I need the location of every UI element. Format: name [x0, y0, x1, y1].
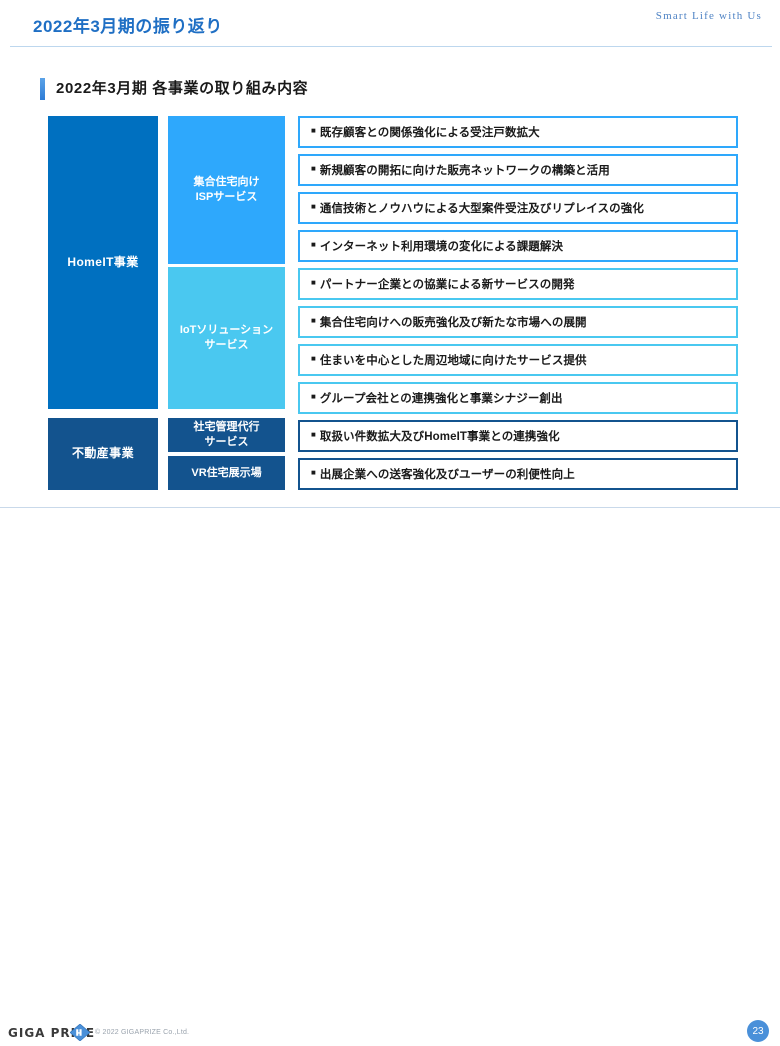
page-number-badge: 23	[747, 1020, 769, 1042]
initiative-row: ■ 集合住宅向けへの販売強化及び新たな市場への展開	[298, 306, 738, 338]
segment-label-homeit: HomeIT事業	[67, 254, 139, 269]
bullet-icon: ■	[311, 240, 316, 249]
initiative-text: グループ会社との連携強化と事業シナジー創出	[319, 393, 563, 405]
bullet-icon: ■	[311, 354, 316, 363]
initiative-row: ■ 住まいを中心とした周辺地域に向けたサービス提供	[298, 344, 738, 376]
initiative-row: ■ 新規顧客の開拓に向けた販売ネットワークの構築と活用	[298, 154, 738, 186]
segment-box-realestate: 不動産事業	[48, 418, 158, 490]
header-divider	[10, 46, 772, 47]
initiative-text: 新規顧客の開拓に向けた販売ネットワークの構築と活用	[319, 165, 610, 177]
bullet-icon: ■	[311, 316, 316, 325]
initiative-text: 取扱い件数拡大及びHomeIT事業との連携強化	[319, 431, 560, 443]
initiative-text: 出展企業への送客強化及びユーザーの利便性向上	[319, 469, 575, 481]
service-box-shataku: 社宅管理代行サービス	[168, 418, 285, 452]
copyright-text: © 2022 GIGAPRIZE Co.,Ltd.	[95, 1029, 190, 1036]
initiative-row: ■ グループ会社との連携強化と事業シナジー創出	[298, 382, 738, 414]
bullet-icon: ■	[311, 468, 316, 477]
service-label-shataku: 社宅管理代行サービス	[193, 421, 260, 448]
page-title: 2022年3月期の振り返り	[33, 17, 223, 36]
bullet-icon: ■	[311, 392, 316, 401]
initiative-text: 既存顧客との関係強化による受注戸数拡大	[319, 127, 540, 139]
bullet-icon: ■	[311, 202, 316, 211]
initiative-row: ■ 出展企業への送客強化及びユーザーの利便性向上	[298, 458, 738, 490]
initiative-row: ■ インターネット利用環境の変化による課題解決	[298, 230, 738, 262]
gigaprize-logo-icon	[69, 1023, 91, 1042]
initiative-text: パートナー企業との協業による新サービスの開発	[319, 279, 575, 291]
initiative-text: 通信技術とノウハウによる大型案件受注及びリプレイスの強化	[319, 203, 644, 215]
initiative-text: 集合住宅向けへの販売強化及び新たな市場への展開	[319, 317, 587, 329]
segment-label-realestate: 不動産事業	[71, 446, 134, 461]
bullet-icon: ■	[311, 278, 316, 287]
service-box-vr: VR住宅展示場	[168, 456, 285, 490]
brand-tagline: Smart Life with Us	[655, 10, 762, 22]
bullet-icon: ■	[311, 164, 316, 173]
section-accent-bar	[40, 78, 45, 100]
initiative-row: ■ 取扱い件数拡大及びHomeIT事業との連携強化	[298, 420, 738, 452]
section-title: 2022年3月期 各事業の取り組み内容	[56, 80, 309, 97]
service-label-vr: VR住宅展示場	[191, 466, 262, 479]
slide-header: 2022年3月期の振り返り Smart Life with Us	[0, 0, 780, 46]
footer-divider	[0, 507, 780, 508]
bullet-icon: ■	[311, 126, 316, 135]
slide-footer: GIGA PRIZE © 2022 GIGAPRIZE Co.,Ltd. 23	[0, 508, 780, 1042]
initiative-text: 住まいを中心とした周辺地域に向けたサービス提供	[319, 355, 587, 367]
initiative-row: ■ 通信技術とノウハウによる大型案件受注及びリプレイスの強化	[298, 192, 738, 224]
bullet-icon: ■	[311, 430, 316, 439]
service-label-iot: IoTソリューションサービス	[179, 324, 274, 351]
initiative-text: インターネット利用環境の変化による課題解決	[319, 241, 564, 253]
service-box-iot: IoTソリューションサービス	[168, 267, 285, 409]
segment-box-homeit: HomeIT事業	[48, 116, 158, 409]
initiative-row: ■ パートナー企業との協業による新サービスの開発	[298, 268, 738, 300]
initiative-row: ■ 既存顧客との関係強化による受注戸数拡大	[298, 116, 738, 148]
